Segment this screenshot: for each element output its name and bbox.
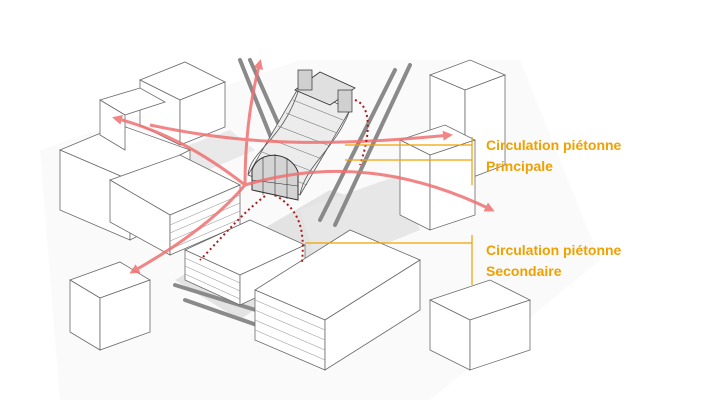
main-pedestrian-flows bbox=[112, 59, 495, 274]
callout-main-line1: Circulation piétonne bbox=[486, 137, 622, 153]
callout-secondary-line1: Circulation piétonne bbox=[486, 242, 622, 258]
callout-leader-secondary bbox=[305, 235, 473, 285]
edge-fade bbox=[600, 0, 720, 405]
station-hall bbox=[247, 69, 356, 201]
callout-leader-main bbox=[345, 137, 473, 185]
secondary-pedestrian-flows bbox=[199, 99, 369, 263]
callout-main-line2: Principale bbox=[486, 158, 553, 174]
callout-secondary-line2: Secondaire bbox=[486, 263, 562, 279]
buildings bbox=[58, 59, 532, 371]
callout-main-circulation: Circulation piétonne Principale bbox=[486, 135, 621, 177]
callout-secondary-circulation: Circulation piétonne Secondaire bbox=[486, 240, 621, 282]
